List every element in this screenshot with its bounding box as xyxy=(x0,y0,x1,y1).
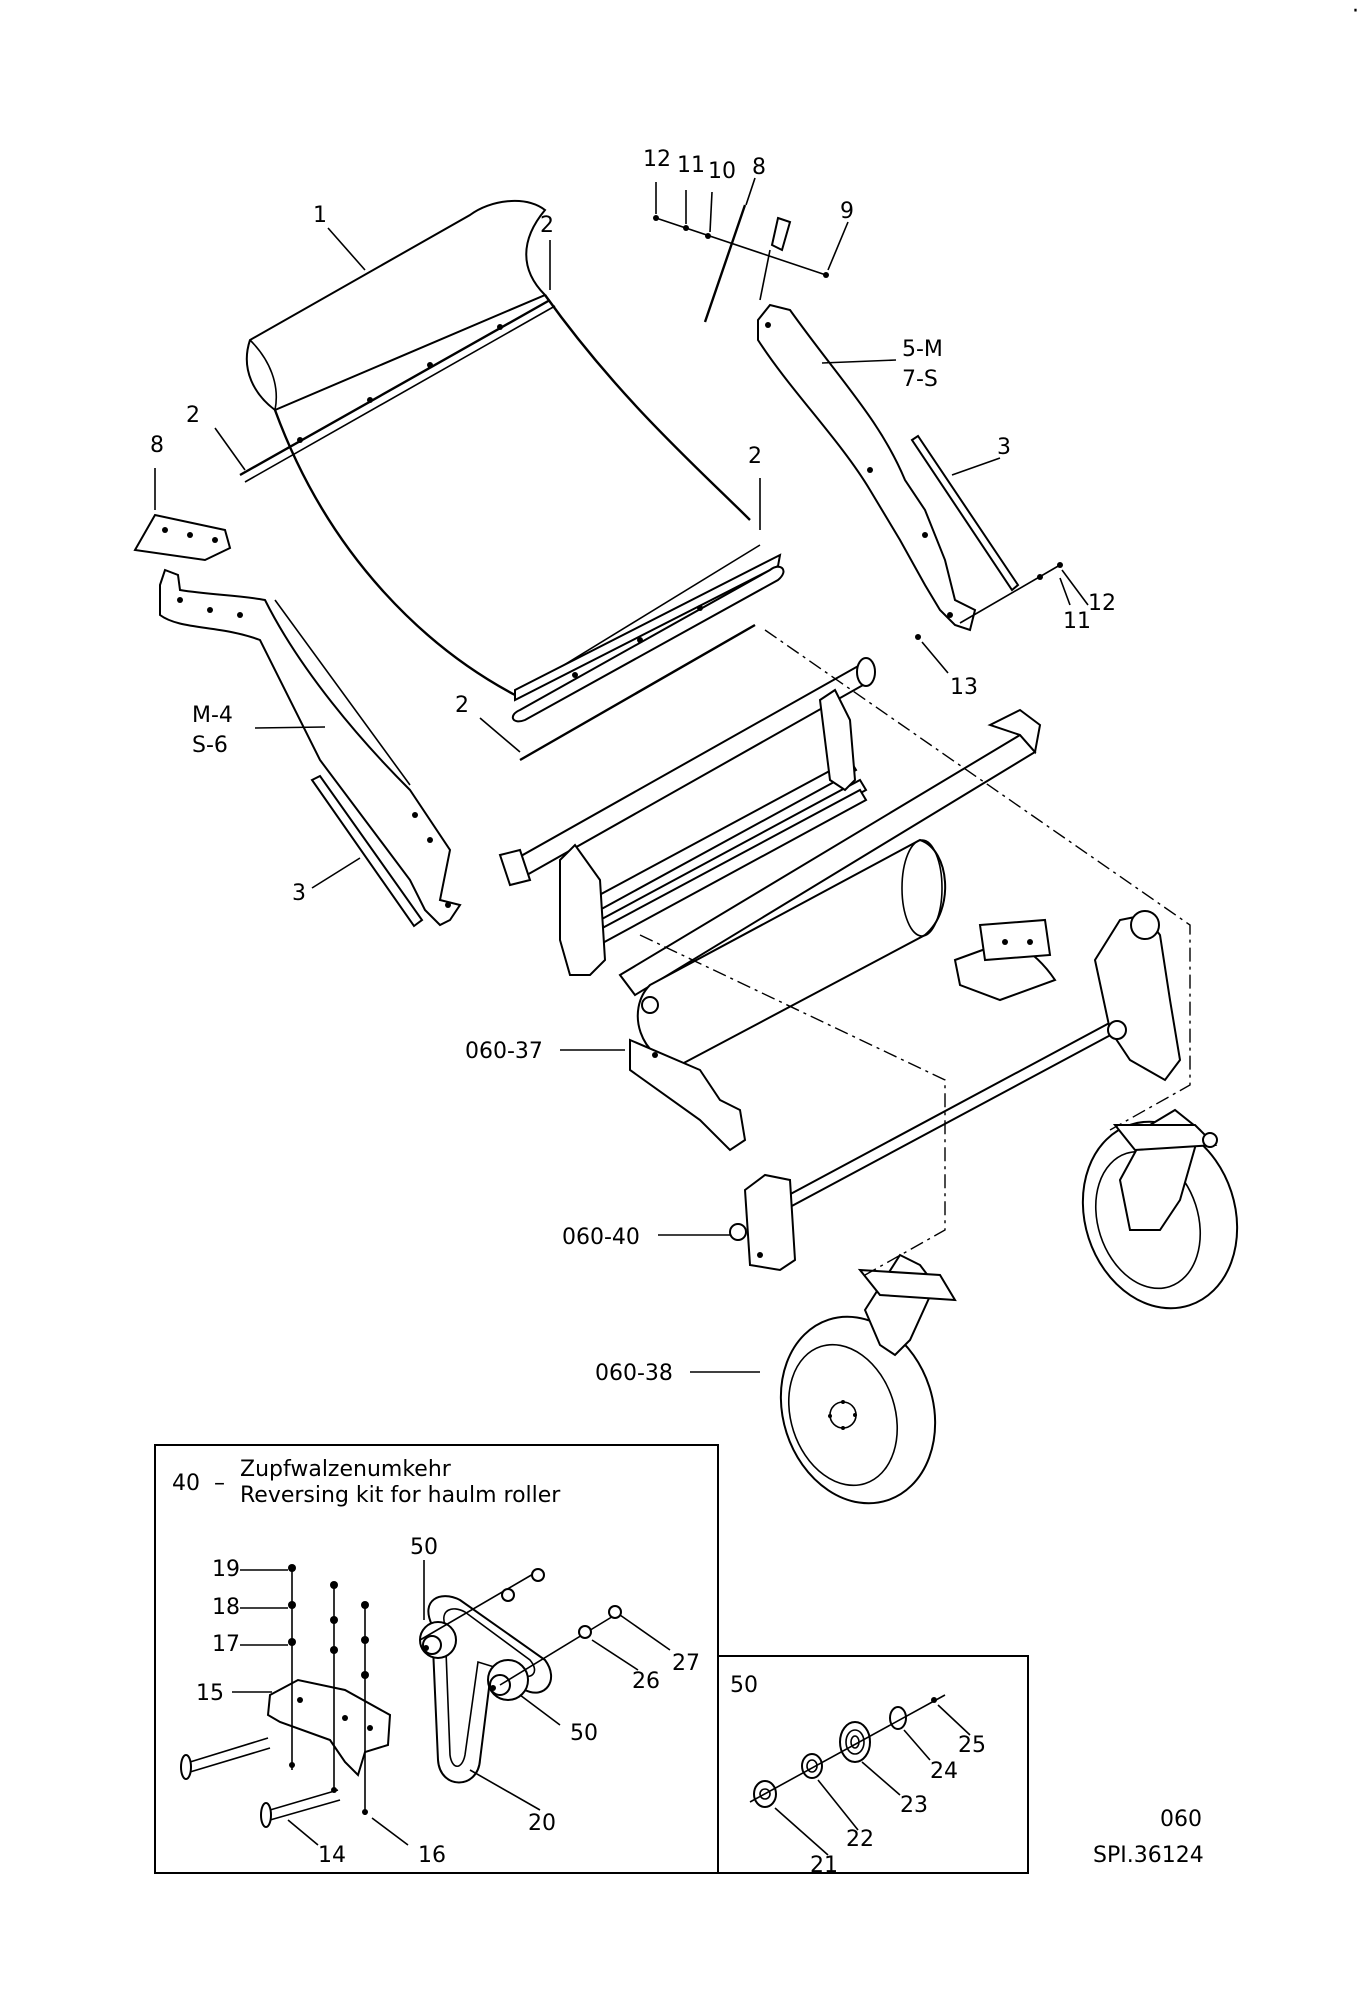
callout-12: 12 xyxy=(643,147,671,172)
inset-50-pulley: 50 25 24 23 22 21 xyxy=(717,1655,1029,1878)
inset-50-callout-25: 25 xyxy=(958,1733,986,1758)
inset-40-callout-19: 19 xyxy=(212,1557,240,1582)
callout-3-left: 3 xyxy=(292,881,306,906)
part-8-bracket-left xyxy=(133,513,232,562)
inset-40-callout-27: 27 xyxy=(672,1651,700,1676)
part-1-screen xyxy=(239,199,785,762)
axle-assembly-060-40 xyxy=(729,910,1182,1272)
part-3-strip-right xyxy=(910,434,1020,592)
callout-3-right: 3 xyxy=(997,435,1011,460)
callout-2-left: 2 xyxy=(186,403,200,428)
page-number: 060 xyxy=(1160,1807,1202,1832)
inset-40-callout-15: 15 xyxy=(196,1681,224,1706)
leader-lines xyxy=(154,177,1089,1373)
inset-40-callout-18: 18 xyxy=(212,1595,240,1620)
wheel-assembly-060-38 xyxy=(779,1108,1239,1505)
inset-40-reversing-kit: 40 – Zupfwalzenumkehr Reversing kit for … xyxy=(154,1444,719,1874)
drawing-id: SPI.36124 xyxy=(1093,1843,1204,1868)
inset-50-number: 50 xyxy=(730,1673,758,1698)
callout-2-top: 2 xyxy=(540,213,554,238)
part-4-side-plate-left xyxy=(159,568,462,927)
callout-2-mid: 2 xyxy=(748,444,762,469)
callout-8-left: 8 xyxy=(150,433,164,458)
assembly-060-38: 060-38 xyxy=(595,1361,673,1386)
part-5-side-plate-right xyxy=(757,303,977,632)
alignment-lines xyxy=(639,629,1191,1276)
inset-40-number: 40 xyxy=(172,1471,200,1496)
inset-40-title-de: Zupfwalzenumkehr xyxy=(240,1457,452,1482)
inset-40-callout-14: 14 xyxy=(318,1843,346,1868)
callout-11: 11 xyxy=(677,153,705,178)
callout-8: 8 xyxy=(752,155,766,180)
assembly-060-37: 060-37 xyxy=(465,1039,543,1064)
callout-2-bottom: 2 xyxy=(455,693,469,718)
inset-40-callout-26: 26 xyxy=(632,1669,660,1694)
inset-40-callout-50-right: 50 xyxy=(570,1721,598,1746)
inset-40-callout-16: 16 xyxy=(418,1843,446,1868)
part-3-strip-left xyxy=(310,774,424,928)
inset-50-callout-22: 22 xyxy=(846,1827,874,1852)
callout-13: 13 xyxy=(950,675,978,700)
inset-40-callout-17: 17 xyxy=(212,1632,240,1657)
inset-50-callout-21: 21 xyxy=(810,1853,838,1878)
corner-mark: · xyxy=(1352,0,1359,24)
callout-1: 1 xyxy=(313,203,327,228)
callout-labels: 12 11 10 8 9 1 2 5-M 7-S 3 12 11 13 2 8 … xyxy=(150,147,1116,1386)
inset-40-callout-20: 20 xyxy=(528,1811,556,1836)
callout-9: 9 xyxy=(840,199,854,224)
top-hardware xyxy=(653,204,1063,640)
callout-S-6: S-6 xyxy=(192,733,228,758)
frame-assembly-060-37 xyxy=(498,657,1057,1152)
callout-10: 10 xyxy=(708,159,736,184)
callout-11-right: 11 xyxy=(1063,609,1091,634)
callout-M-4: M-4 xyxy=(192,703,233,728)
inset-50-callout-24: 24 xyxy=(930,1759,958,1784)
inset-40-dash: – xyxy=(214,1471,225,1496)
inset-50-callout-23: 23 xyxy=(900,1793,928,1818)
callout-5-M: 5-M xyxy=(902,337,943,362)
assembly-060-40: 060-40 xyxy=(562,1225,640,1250)
inset-40-title-en: Reversing kit for haulm roller xyxy=(240,1483,561,1508)
callout-12-right: 12 xyxy=(1088,591,1116,616)
callout-7-S: 7-S xyxy=(902,367,938,392)
inset-40-callout-50-top: 50 xyxy=(410,1535,438,1560)
